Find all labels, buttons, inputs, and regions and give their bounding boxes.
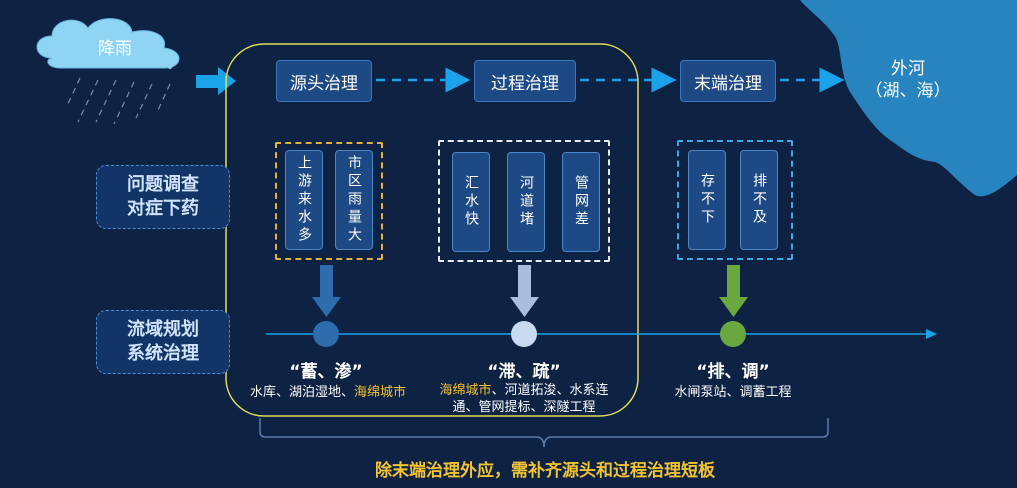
measure-process-tech-line2: 通、管网提标、深隧工程 (452, 400, 596, 415)
outlet-label: 外河 （湖、海） (858, 58, 958, 102)
measure-source-tech-part1: 水库、湖泊湿地、 (249, 385, 354, 400)
side-label-planning-line2: 系统治理 (127, 343, 199, 364)
problem-upstream: 上游来水多 (285, 150, 323, 250)
outlet-label-line2: （湖、海） (865, 81, 951, 101)
measure-source-title: “蓄、渗” (289, 362, 363, 382)
side-label-planning-line1: 流域规划 (127, 319, 199, 340)
cloud-icon (36, 18, 180, 69)
arrow-process-down (510, 265, 539, 317)
node-end (720, 321, 746, 347)
problem-group-process (438, 140, 610, 262)
side-label-planning: 流域规划 系统治理 (96, 310, 230, 374)
measure-process-title: “滞、疏” (487, 362, 561, 382)
timeline-arrowhead (926, 329, 937, 339)
stage-end: 末端治理 (680, 60, 776, 102)
node-source (313, 321, 339, 347)
measure-source-tech-highlight: 海绵城市 (354, 385, 407, 400)
side-label-investigation-line2: 对症下药 (127, 198, 199, 219)
node-process (511, 321, 537, 347)
problem-fast-runoff: 汇水快 (452, 152, 490, 252)
problem-urban-rainfall: 市区雨量大 (335, 150, 373, 250)
problem-no-storage: 存不下 (688, 150, 726, 250)
stage-process: 过程治理 (474, 60, 576, 102)
side-label-investigation: 问题调查 对症下药 (96, 165, 230, 229)
measure-end-title: “排、调” (696, 362, 770, 382)
problem-group-end (677, 140, 793, 260)
arrow-end-down (719, 265, 748, 317)
inflow-arrow (196, 67, 236, 95)
measure-process-tech-part1: 、河道拓浚、水系连 (491, 383, 609, 398)
problem-no-drainage: 排不及 (740, 150, 778, 250)
problem-poor-pipes: 管网差 (562, 152, 600, 252)
measure-process-tech-highlight: 海绵城市 (439, 383, 492, 398)
conclusion-text: 除末端治理外应，需补齐源头和过程治理短板 (375, 461, 715, 481)
outlet-label-line1: 外河 (891, 59, 925, 79)
problem-group-source (275, 142, 383, 260)
bottom-brace (259, 418, 829, 448)
lake-shape (800, 0, 1017, 197)
side-label-investigation-line1: 问题调查 (127, 174, 199, 195)
rain-label: 降雨 (98, 39, 132, 59)
measure-end-tech: 水闸泵站、调蓄工程 (674, 385, 792, 400)
stage-source: 源头治理 (276, 60, 372, 102)
problem-blocked-river: 河道堵 (507, 152, 545, 252)
source-process-frame (225, 43, 639, 417)
rain-streaks (65, 77, 171, 125)
arrow-source-down (312, 265, 341, 317)
measure-process-tech: 海绵城市、河道拓浚、水系连 通、管网提标、深隧工程 (432, 382, 616, 416)
measure-source-tech: 水库、湖泊湿地、海绵城市 (236, 384, 420, 401)
